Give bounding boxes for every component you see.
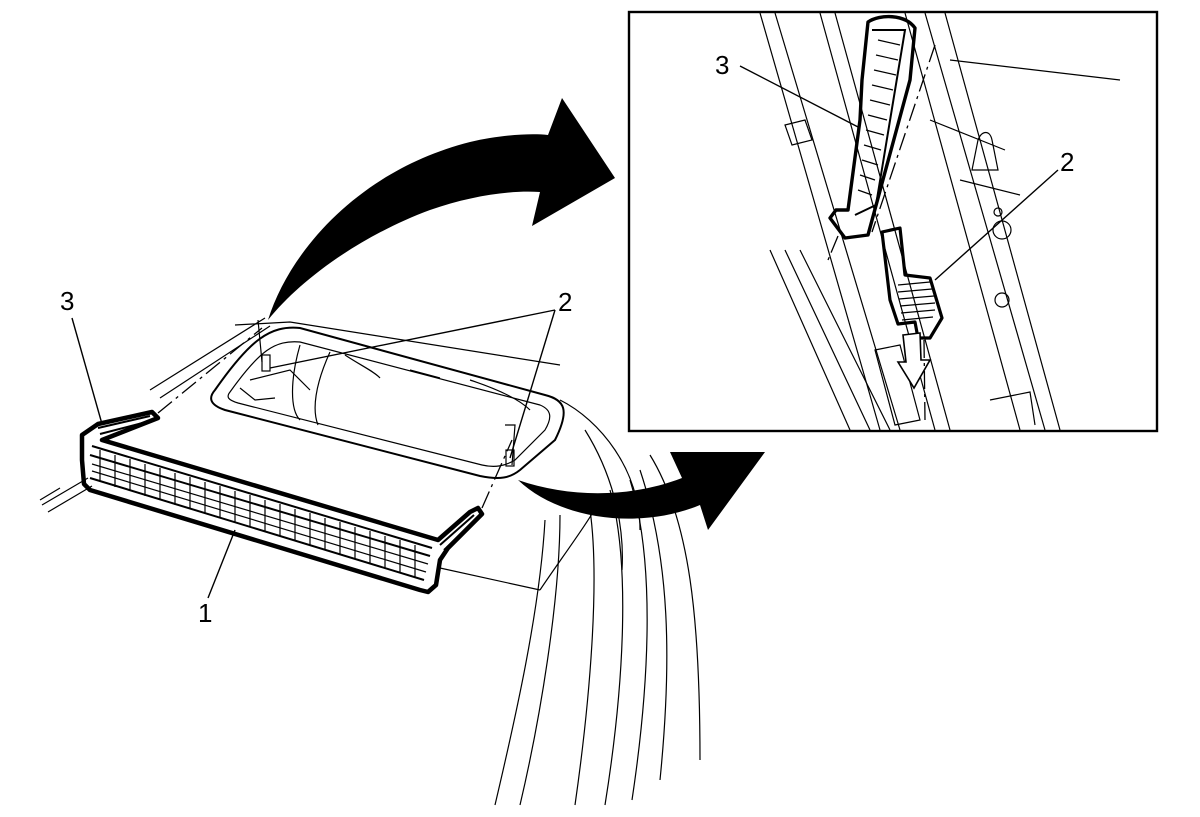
curved-arrow-icon bbox=[518, 452, 765, 530]
detail-inset bbox=[627, 10, 1159, 433]
inset-callout-label-3: 3 bbox=[715, 50, 729, 80]
callout-label-2: 2 bbox=[558, 287, 572, 317]
inset-leader-line bbox=[739, 65, 861, 129]
main-leader-lines bbox=[71, 309, 556, 599]
curved-arrow-icon bbox=[268, 98, 615, 320]
alignment-line bbox=[481, 439, 513, 509]
alignment-line bbox=[157, 327, 263, 414]
sunshade-assembly bbox=[79, 409, 485, 595]
sunshade-mesh bbox=[91, 450, 429, 577]
callout-label-3: 3 bbox=[60, 286, 74, 316]
callout-label-1: 1 bbox=[198, 598, 212, 628]
inset-callout-label-2: 2 bbox=[1060, 147, 1074, 177]
inset-leader-line bbox=[934, 169, 1059, 281]
